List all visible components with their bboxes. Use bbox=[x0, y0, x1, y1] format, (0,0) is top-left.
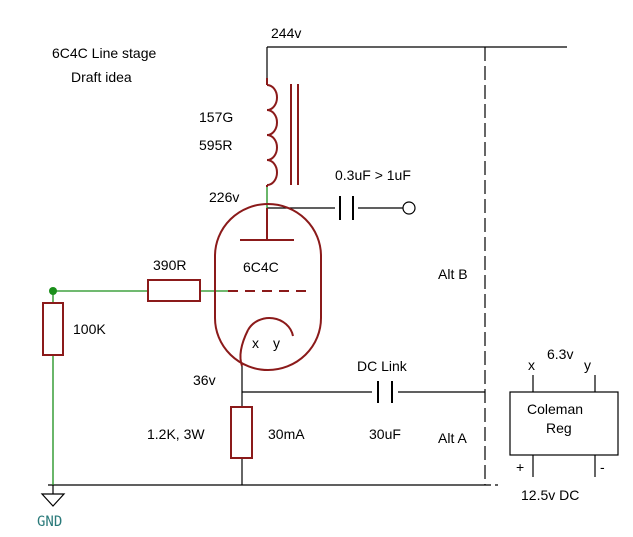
output-capacitor bbox=[339, 196, 354, 220]
alt-b-label: Alt B bbox=[438, 266, 468, 282]
title-line-2: Draft idea bbox=[71, 69, 132, 85]
regulator-output-voltage-label: 6.3v bbox=[547, 346, 573, 362]
dc-link-capacitor bbox=[377, 381, 393, 403]
coleman-regulator-box bbox=[509, 391, 619, 456]
choke-inductor bbox=[266, 78, 299, 187]
output-terminal[interactable] bbox=[402, 201, 416, 215]
choke-inductance-label: 157G bbox=[199, 109, 233, 125]
grid-stopper-resistor bbox=[147, 279, 201, 302]
dc-link-label: DC Link bbox=[357, 358, 408, 374]
heater-arc bbox=[247, 317, 294, 337]
tube-name-label: 6C4C bbox=[243, 259, 279, 275]
output-capacitor-label: 0.3uF > 1uF bbox=[335, 167, 411, 183]
black-wires bbox=[48, 46, 596, 486]
regulator-pin-y-label: y bbox=[584, 357, 591, 373]
regulator-plus-label: + bbox=[516, 459, 524, 475]
cathode-voltage-label: 36v bbox=[193, 372, 216, 388]
triode-tube bbox=[214, 203, 322, 371]
grid-leak-label: 100K bbox=[73, 321, 106, 337]
dc-link-value-label: 30uF bbox=[369, 426, 401, 442]
cathode-resistor bbox=[230, 406, 253, 459]
cathode-lead bbox=[239, 329, 249, 367]
regulator-minus-label: - bbox=[600, 459, 605, 475]
regulator-name-line-1: Coleman bbox=[527, 401, 583, 417]
regulator-input-voltage-label: 12.5v DC bbox=[521, 487, 579, 503]
grid-stopper-label: 390R bbox=[153, 257, 186, 273]
regulator-name-line-2: Reg bbox=[546, 420, 572, 436]
grid-leak-resistor bbox=[42, 302, 64, 356]
tube-envelope bbox=[214, 203, 322, 371]
ground-label: GND bbox=[37, 514, 62, 530]
heater-y-label: y bbox=[273, 335, 280, 351]
dc-link-gap bbox=[372, 386, 398, 398]
heater-x-label: x bbox=[252, 335, 259, 351]
choke-resistance-label: 595R bbox=[199, 137, 232, 153]
supply-voltage-label: 244v bbox=[271, 25, 301, 41]
regulator-pin-x-label: x bbox=[528, 357, 535, 373]
anode-voltage-label: 226v bbox=[209, 189, 239, 205]
cathode-current-label: 30mA bbox=[268, 426, 305, 442]
cathode-resistor-label: 1.2K, 3W bbox=[147, 426, 205, 442]
ground-symbol bbox=[40, 485, 66, 507]
title-line-1: 6C4C Line stage bbox=[52, 45, 157, 61]
alt-a-label: Alt A bbox=[438, 430, 467, 446]
input-junction-dot bbox=[49, 287, 57, 295]
